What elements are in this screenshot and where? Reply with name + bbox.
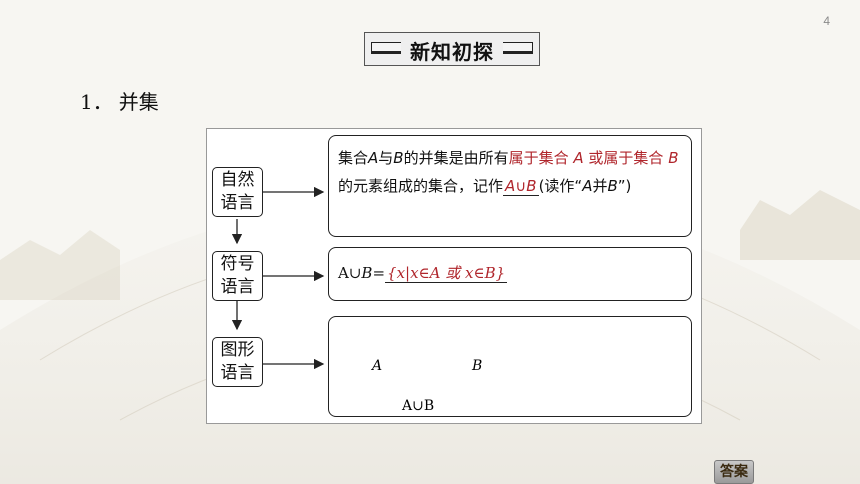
symbol-language-label: 符号 语言: [212, 251, 263, 301]
label-line: 语言: [220, 277, 255, 297]
union-notation: A∪B: [503, 177, 539, 196]
heading-number: 1．: [80, 90, 113, 114]
label-line: 语言: [220, 193, 255, 213]
label-line: 符号: [220, 254, 255, 274]
label-line: 语言: [220, 363, 255, 383]
section-title-banner: 新知初探: [364, 32, 540, 66]
banner-left-bar: [371, 42, 401, 54]
natural-language-box: [328, 135, 692, 237]
answer-button[interactable]: 答案: [714, 460, 754, 484]
natural-language-label: 自然 语言: [212, 167, 263, 217]
definition-red-text: 属于集合 A 或属于集合 B: [508, 149, 679, 167]
page-number: 4: [823, 14, 830, 28]
graph-language-label: 图形 语言: [212, 337, 263, 387]
heading: 1．并集: [80, 86, 159, 115]
symbol-language-text: A∪B={x|x∈A 或 x∈B}: [338, 264, 508, 283]
venn-caption: A∪B: [402, 398, 435, 414]
venn-label-b: B: [472, 358, 483, 374]
set-builder-expression: {x|x∈A 或 x∈B}: [385, 264, 508, 283]
heading-text: 并集: [118, 90, 159, 114]
graph-language-box: [328, 316, 692, 417]
banner-right-bar: [503, 42, 533, 54]
label-line: 图形: [220, 340, 255, 360]
section-title: 新知初探: [410, 40, 494, 64]
symbol-language-box: [328, 247, 692, 301]
venn-label-a: A: [372, 358, 383, 374]
label-line: 自然: [220, 170, 255, 190]
